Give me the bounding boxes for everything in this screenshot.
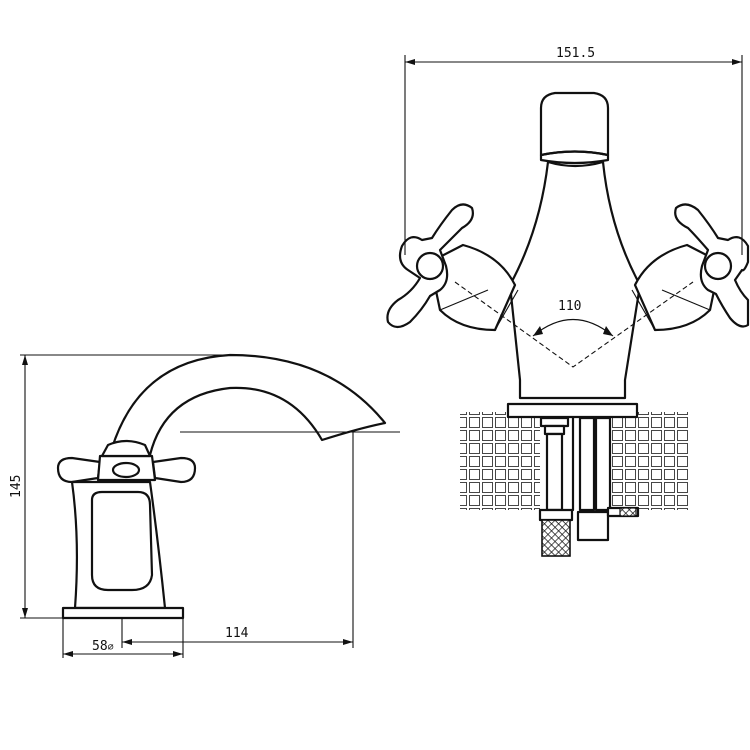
reach-dimension: 114	[121, 431, 400, 648]
side-spout	[110, 353, 387, 457]
side-view: 145 114 58⌀	[9, 353, 400, 658]
side-base	[61, 606, 185, 620]
base-diameter-label: 58⌀	[92, 639, 114, 654]
side-handle	[56, 439, 197, 484]
right-handle	[631, 203, 750, 332]
base-plate	[506, 402, 639, 419]
height-label: 145	[9, 475, 24, 498]
reach-label: 114	[225, 626, 249, 641]
left-handle	[386, 203, 519, 332]
base-diameter-dimension: 58⌀	[62, 618, 184, 658]
front-view: 110 151.5	[386, 46, 750, 557]
diameter-symbol: ⌀	[108, 642, 114, 653]
supply-fittings	[538, 416, 640, 557]
faucet-body	[508, 160, 642, 400]
spout-cap	[539, 91, 610, 157]
height-dimension: 145	[9, 354, 230, 619]
tile-surface	[460, 412, 688, 510]
width-dimension: 151.5	[404, 46, 743, 255]
angle-label: 110	[558, 299, 581, 314]
width-label: 151.5	[556, 46, 595, 61]
angle-lines	[454, 281, 694, 368]
